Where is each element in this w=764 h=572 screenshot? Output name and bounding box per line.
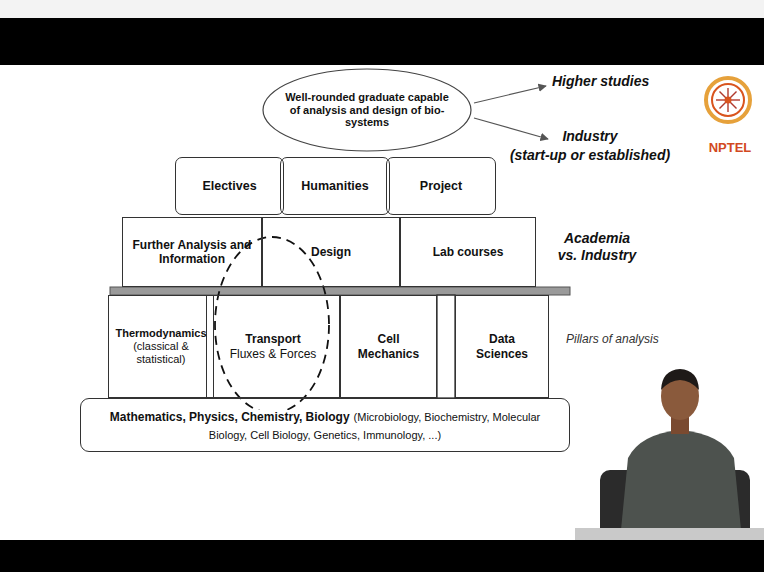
label-text: Higher studies	[552, 73, 649, 89]
side-note: Pillars of analysis	[566, 332, 686, 347]
label-text: Industry	[562, 128, 617, 144]
label-text: Academia vs. Industry	[558, 230, 637, 263]
top-strip	[0, 0, 764, 18]
empty-pillar	[437, 295, 455, 398]
pillar-box: Cell Mechanics	[340, 295, 437, 398]
bottom-bar	[0, 540, 764, 572]
node-heading: Project	[393, 179, 489, 194]
slab	[110, 287, 570, 295]
outcome-label: Industry	[495, 128, 685, 145]
node-heading: Lab courses	[408, 245, 528, 259]
node-heading: Design	[271, 245, 391, 259]
node-heading: Further Analysis and Information	[132, 238, 252, 266]
node-heading: Electives	[182, 179, 277, 194]
pillar-box: Data Sciences	[455, 295, 549, 398]
course-box: Electives	[175, 157, 284, 215]
node-body: (classical & statistical)	[115, 340, 207, 366]
outcome-label: Higher studies	[552, 73, 682, 90]
node-content: Well-rounded graduate capable of analysi…	[283, 91, 451, 130]
pillar-box: TransportFluxes & Forces	[206, 295, 340, 398]
foundation-box: Mathematics, Physics, Chemistry, Biology…	[80, 398, 570, 452]
node-heading: Mathematics, Physics, Chemistry, Biology	[110, 410, 350, 424]
label-text: NPTEL	[709, 140, 752, 155]
node-content: Project	[393, 179, 489, 194]
node-content: Humanities	[287, 179, 383, 194]
node-content: TransportFluxes & Forces	[225, 332, 321, 360]
logo-emblem	[706, 78, 750, 122]
top-bar	[0, 18, 764, 65]
presenter	[575, 369, 764, 540]
highlight-ellipse	[215, 237, 329, 413]
node-content: Lab courses	[408, 245, 528, 259]
goal-ellipse: Well-rounded graduate capable of analysi…	[262, 68, 472, 152]
node-content: Further Analysis and Information	[132, 238, 252, 266]
node-content: Electives	[182, 179, 277, 194]
outcome-arrow	[474, 86, 546, 103]
logo-text: NPTEL	[700, 140, 760, 156]
course-box: Humanities	[280, 157, 390, 215]
course-box: Design	[262, 217, 400, 287]
side-note: Academia vs. Industry	[555, 230, 639, 264]
node-heading: Humanities	[287, 179, 383, 194]
node-heading: Transport	[225, 332, 321, 346]
ellipse-shape	[263, 69, 471, 151]
node-body: Fluxes & Forces	[225, 347, 321, 361]
node-heading: Well-rounded graduate capable of analysi…	[283, 91, 451, 130]
node-content: Data Sciences	[462, 332, 542, 360]
course-box: Lab courses	[400, 217, 536, 287]
pillar-box: Thermodynamics(classical & statistical)	[108, 295, 214, 398]
outcome-note: (start-up or established)	[495, 147, 685, 164]
label-text: Pillars of analysis	[566, 332, 659, 346]
node-content: Cell Mechanics	[349, 332, 429, 360]
node-heading: Data Sciences	[462, 332, 542, 360]
course-box: Project	[386, 157, 496, 215]
node-content: Mathematics, Physics, Chemistry, Biology…	[95, 407, 555, 443]
node-content: Thermodynamics(classical & statistical)	[115, 327, 207, 366]
label-text: (start-up or established)	[510, 147, 670, 163]
course-box: Further Analysis and Information	[122, 217, 262, 287]
outcome-arrow	[474, 118, 548, 139]
node-heading: Thermodynamics	[115, 327, 207, 340]
node-heading: Cell Mechanics	[349, 332, 429, 360]
node-content: Design	[271, 245, 391, 259]
